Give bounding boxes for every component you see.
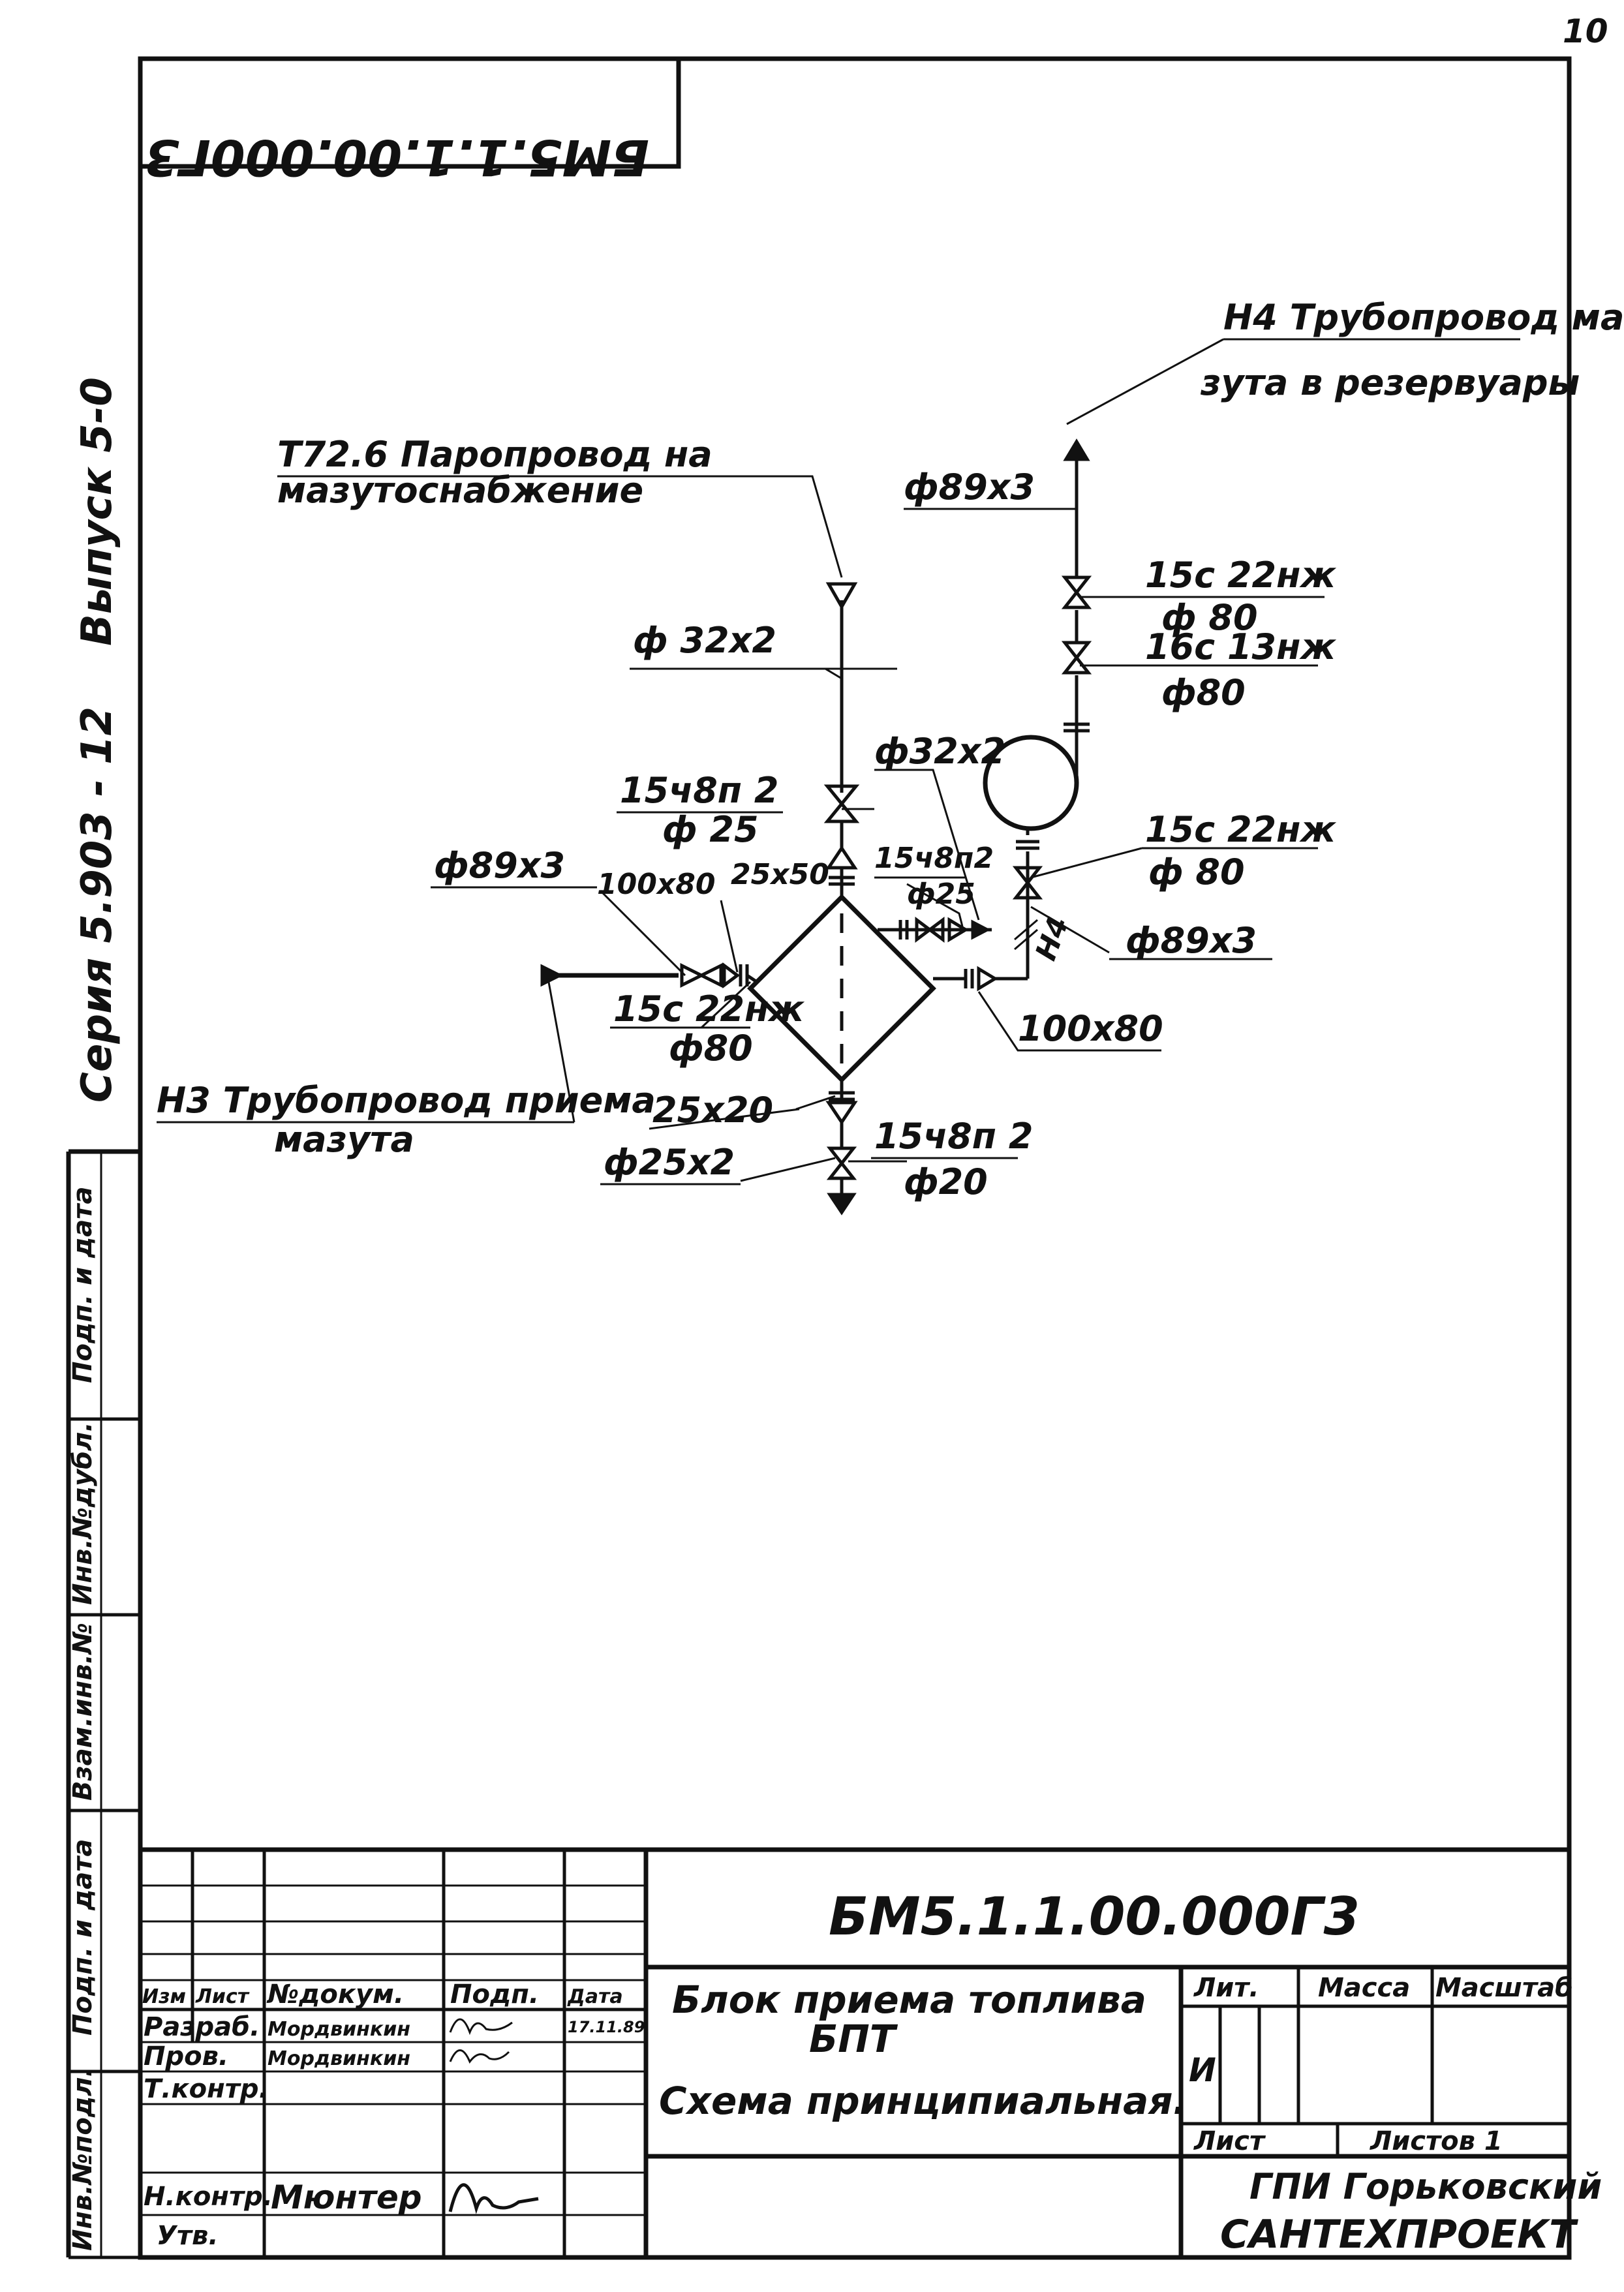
label-d89x3-right: ф89х3 (1126, 920, 1257, 961)
label-d20: ф20 (904, 1161, 988, 1202)
inlet-valve (680, 962, 749, 988)
label-d89x3-top: ф89х3 (904, 466, 1035, 508)
tb-doc-code: БМ5.1.1.00.000Г3 (829, 1886, 1360, 1947)
side-cell-1: Подп. и дата (68, 1187, 98, 1383)
tb-lit-value: И (1189, 2051, 1216, 2089)
tb-name-prov: Мордвинкин (268, 2047, 410, 2070)
side-cell-2: Инв.№дубл. (68, 1422, 98, 1605)
tb-col-podp: Подп. (450, 1979, 539, 2009)
label-h3-line2: мазута (274, 1119, 414, 1160)
tb-title-line2: БПТ (809, 2017, 898, 2061)
side-cell-3: Взам.инв.№ (68, 1623, 98, 1801)
outlet-reducer (964, 966, 998, 992)
label-d32x2-b: ф32х2 (874, 731, 1005, 772)
label-v15c22-right: 15с 22нж (1145, 809, 1336, 850)
label-r25x20: 25х20 (652, 1090, 773, 1131)
tb-title-line1: Блок приема топлива (672, 1978, 1146, 2022)
signature-razrab (449, 2018, 513, 2036)
tb-date-razrab: 17.11.89 (568, 2018, 645, 2036)
label-v15ch8p2-b: 15ч8п2 (874, 842, 994, 875)
label-r25x50: 25х50 (731, 858, 829, 891)
series-label: Серия 5.903 - 12 (73, 707, 121, 1103)
signature-prov (449, 2049, 510, 2064)
h4-outlet-arrow (1063, 438, 1090, 461)
tb-title-line3: Схема принципиальная. (659, 2079, 1187, 2123)
label-v15c22-bottom: 15с 22нж (613, 988, 804, 1030)
side-cell-4: Подп. и дата (68, 1839, 98, 2036)
drain-arrow (827, 1193, 857, 1215)
stamp-top-code: БМ5.1.1.00.000Г3 (145, 129, 649, 187)
label-d89x3-left: ф89х3 (434, 845, 565, 886)
tb-col-data: Дата (567, 1985, 623, 2008)
label-d25-a: ф 25 (662, 809, 759, 850)
label-v15c22-top: 15с 22нж (1145, 555, 1336, 596)
drawing-frame (138, 56, 1572, 2260)
drain-valve (826, 1146, 857, 1180)
side-cell-5: Инв.№подл. (68, 2067, 98, 2251)
label-d80-d: ф80 (669, 1028, 753, 1069)
reducer-25x50 (825, 845, 858, 870)
label-t72-line1: Т72.6 Паропровод на (277, 434, 712, 475)
side-cells: Подп. и дата Инв.№дубл. Взам.инв.№ Подп.… (66, 1149, 140, 2259)
title-block: БМ5.1.1.00.000Г3 Блок приема топлива БПТ… (140, 1847, 1602, 2257)
tb-sheets: Листов 1 (1370, 2126, 1503, 2156)
label-r100x80-b: 100х80 (1018, 1008, 1163, 1049)
tb-row-razrab: Разраб. (144, 2012, 260, 2042)
tb-name-nkontr: Мюнтер (271, 2178, 422, 2216)
tb-row-prov: Пров. (144, 2041, 228, 2071)
tb-massa: Масса (1318, 1973, 1410, 2003)
label-h3-line1: Н3 Трубопровод приема (157, 1080, 656, 1121)
label-d80-c: ф 80 (1148, 851, 1245, 893)
stamp-top-box (138, 56, 681, 169)
return-valve (1012, 840, 1043, 900)
label-d80-a: ф 80 (1161, 597, 1258, 638)
valve-16c13 (1061, 641, 1092, 675)
tb-org-line1: ГПИ Горьковский (1249, 2166, 1602, 2207)
tb-row-tkontr: Т.контр. (144, 2074, 269, 2104)
tb-row-nkontr: Н.контр. (144, 2182, 273, 2212)
label-d25-b: ф25 (907, 878, 975, 911)
label-d80-b: ф80 (1161, 672, 1246, 713)
tb-col-list: Лист (195, 1985, 250, 2008)
piping-diagram: Н4 (157, 297, 1624, 1215)
label-d25x2: ф25х2 (604, 1142, 735, 1183)
tb-col-ndoc: №докум. (266, 1979, 404, 2009)
tb-org-line2: САНТЕХПРОЕКТ (1220, 2212, 1578, 2257)
tb-col-izm: Изм (142, 1985, 186, 2008)
label-v15ch8p2-a: 15ч8п 2 (620, 770, 778, 811)
label-h4-line2: зута в резервуары (1200, 362, 1580, 403)
label-d32x2-a: ф 32х2 (633, 620, 776, 661)
reducer-25x20 (825, 1101, 858, 1125)
h3-inlet-arrow (540, 964, 564, 987)
valve-15c22-top (1061, 575, 1092, 609)
tb-lit: Лит. (1193, 1973, 1259, 2003)
tb-sheet: Лист (1193, 2126, 1266, 2156)
tb-row-utv: Утв. (157, 2221, 219, 2251)
tb-masshtab: Масштаб (1435, 1973, 1573, 2003)
label-r100x80-a: 100х80 (597, 868, 715, 901)
issue-label: Выпуск 5-0 (73, 377, 121, 646)
signature-nkontr (448, 2183, 539, 2214)
tb-name-razrab: Мордвинкин (268, 2018, 410, 2041)
label-v16c13: 16с 13нж (1145, 626, 1336, 667)
label-t72-line2: мазутоснабжение (277, 470, 643, 511)
steam-inlet-arrow (825, 582, 858, 611)
page-number: 10 (1563, 12, 1608, 50)
bypass-valve (898, 917, 991, 943)
label-h4-line1: Н4 Трубопровод ма- (1223, 297, 1624, 338)
label-v15ch8p2-c: 15ч8п 2 (874, 1116, 1033, 1157)
